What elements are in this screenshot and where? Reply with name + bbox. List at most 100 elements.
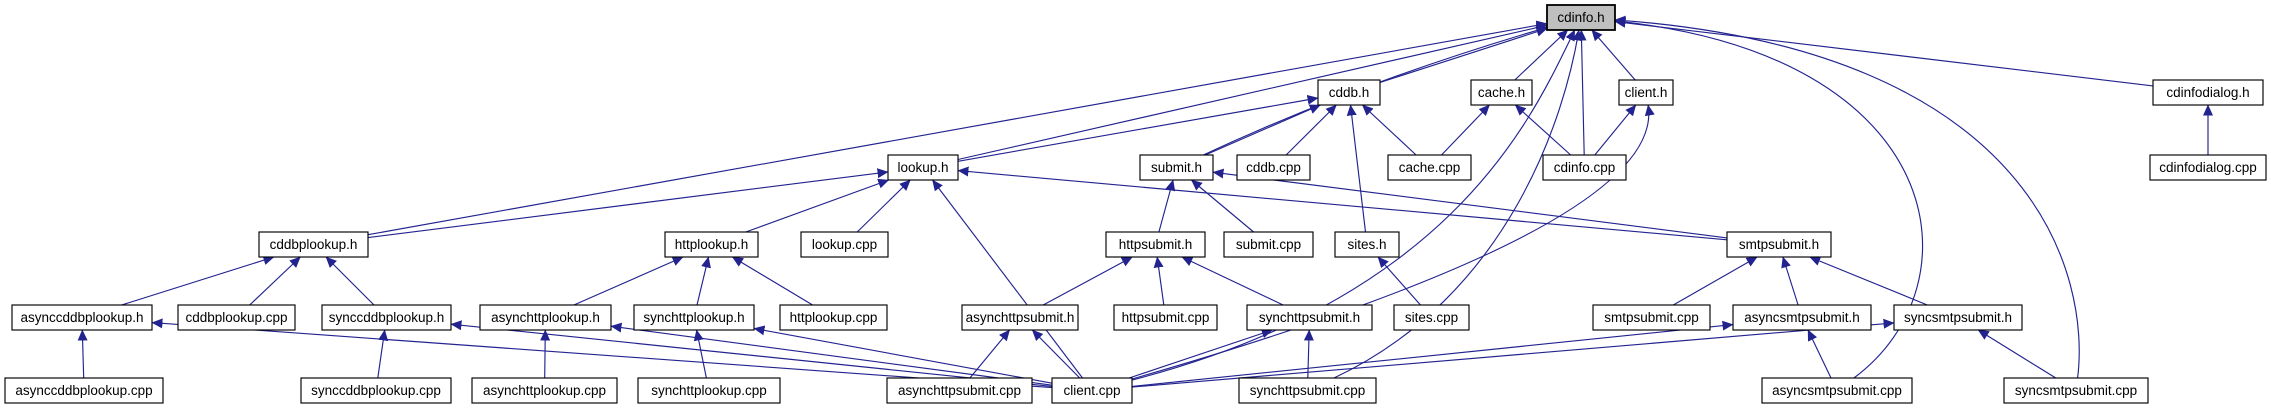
graph-node-cdinfo.cpp[interactable]: cdinfo.cpp (1542, 154, 1627, 181)
include-edge-cache.h-to-cdinfo.h (1514, 29, 1569, 81)
graph-node-smtpsubmit.cpp[interactable]: smtpsubmit.cpp (1592, 304, 1711, 331)
include-edge-sites.h-to-cddb.h (1346, 104, 1367, 233)
graph-node-label[interactable]: cdinfo.cpp (1554, 160, 1616, 175)
graph-node-client.cpp[interactable]: client.cpp (1051, 377, 1133, 404)
include-edge-client.cpp-to-synchttpsubmit.h (1129, 328, 1273, 379)
graph-node-label[interactable]: submit.h (1151, 160, 1202, 175)
graph-node-label[interactable]: synccddbplookup.h (329, 310, 445, 325)
include-edge-syncsmtpsubmit.cpp-to-syncsmtpsubmit.h (1977, 329, 2057, 379)
graph-node-label[interactable]: client.h (1625, 85, 1668, 100)
graph-node-httpsubmit.h[interactable]: httpsubmit.h (1105, 231, 1206, 258)
include-edge-httpsubmit.h-to-submit.h (1158, 179, 1176, 233)
graph-node-label[interactable]: httpsubmit.cpp (1122, 310, 1210, 325)
graph-node-synchttpsubmit.cpp[interactable]: synchttpsubmit.cpp (1238, 377, 1377, 404)
graph-node-submit.cpp[interactable]: submit.cpp (1223, 231, 1314, 258)
graph-node-label[interactable]: client.cpp (1063, 383, 1120, 398)
graph-node-cddb.h[interactable]: cddb.h (1317, 79, 1381, 106)
graph-node-label[interactable]: cdinfodialog.h (2166, 85, 2249, 100)
graph-node-lookup.cpp[interactable]: lookup.cpp (800, 231, 889, 258)
include-edge-synchttplookup.h-to-httplookup.h (696, 256, 711, 306)
graph-node-synccddbplookup.cpp[interactable]: synccddbplookup.cpp (300, 377, 452, 404)
graph-node-label[interactable]: lookup.h (897, 160, 948, 175)
include-edge-synchttpsubmit.cpp-to-cdinfo.h (1333, 29, 1583, 379)
graph-node-cache.cpp[interactable]: cache.cpp (1387, 154, 1472, 181)
graph-node-smtpsubmit.h[interactable]: smtpsubmit.h (1726, 231, 1832, 258)
graph-node-cddbplookup.cpp[interactable]: cddbplookup.cpp (177, 304, 296, 331)
graph-node-asynccddbplookup.h[interactable]: asynccddbplookup.h (11, 304, 153, 331)
graph-node-label[interactable]: asynchttplookup.cpp (483, 383, 606, 398)
graph-node-syncsmtpsubmit.h[interactable]: syncsmtpsubmit.h (1893, 304, 2023, 331)
graph-node-label[interactable]: smtpsubmit.cpp (1604, 310, 1699, 325)
graph-node-syncsmtpsubmit.cpp[interactable]: syncsmtpsubmit.cpp (2003, 377, 2149, 404)
graph-node-asynchttplookup.cpp[interactable]: asynchttplookup.cpp (471, 377, 618, 404)
graph-node-label[interactable]: httplookup.cpp (790, 310, 878, 325)
graph-node-submit.h[interactable]: submit.h (1139, 154, 1214, 181)
graph-node-cdinfodialog.cpp[interactable]: cdinfodialog.cpp (2149, 154, 2267, 181)
include-edge-smtpsubmit.cpp-to-smtpsubmit.h (1673, 256, 1758, 306)
graph-node-label[interactable]: smtpsubmit.h (1739, 237, 1819, 252)
graph-node-cache.h[interactable]: cache.h (1470, 79, 1533, 106)
graph-node-label[interactable]: cddbplookup.h (270, 237, 358, 252)
include-edge-asyncsmtpsubmit.h-to-smtpsubmit.h (1781, 256, 1799, 306)
include-edge-cddb.h-to-cdinfo.h (1379, 26, 1548, 84)
graph-node-label[interactable]: syncsmtpsubmit.cpp (2015, 383, 2137, 398)
graph-node-client.h[interactable]: client.h (1618, 79, 1674, 106)
include-edge-client.cpp-to-lookup.h (932, 179, 1083, 379)
include-edge-httplookup.h-to-lookup.h (745, 178, 890, 233)
graph-node-label[interactable]: syncsmtpsubmit.h (1904, 310, 2012, 325)
include-edge-submit.h-to-cddb.h (1205, 104, 1321, 156)
graph-node-label[interactable]: cddb.h (1329, 85, 1370, 100)
include-edge-synchttpsubmit.h-to-httpsubmit.h (1181, 256, 1284, 306)
graph-node-label[interactable]: httplookup.h (675, 237, 749, 252)
graph-node-label[interactable]: sites.h (1347, 237, 1386, 252)
graph-node-cddb.cpp[interactable]: cddb.cpp (1236, 154, 1311, 181)
graph-node-label[interactable]: asynchttplookup.h (491, 310, 600, 325)
graph-node-asynchttpsubmit.cpp[interactable]: asynchttpsubmit.cpp (886, 377, 1033, 404)
graph-node-label[interactable]: sites.cpp (1405, 310, 1458, 325)
graph-node-label[interactable]: submit.cpp (1236, 237, 1301, 252)
graph-node-cddbplookup.h[interactable]: cddbplookup.h (258, 231, 369, 258)
graph-node-label[interactable]: synccddbplookup.cpp (311, 383, 441, 398)
graph-node-label[interactable]: cddb.cpp (1246, 160, 1301, 175)
graph-node-label[interactable]: cache.cpp (1399, 160, 1461, 175)
graph-node-synccddbplookup.h[interactable]: synccddbplookup.h (321, 304, 452, 331)
graph-node-label[interactable]: asynccddbplookup.h (20, 310, 143, 325)
include-edge-synccddbplookup.cpp-to-synccddbplookup.h (377, 329, 389, 379)
graph-node-synchttplookup.h[interactable]: synchttplookup.h (633, 304, 755, 331)
graph-node-label[interactable]: cache.h (1478, 85, 1525, 100)
graph-node-httpsubmit.cpp[interactable]: httpsubmit.cpp (1113, 304, 1218, 331)
graph-node-label[interactable]: synchttpsubmit.cpp (1250, 383, 1366, 398)
graph-node-httplookup.h[interactable]: httplookup.h (664, 231, 759, 258)
include-edge-cache.cpp-to-cache.h (1441, 104, 1490, 156)
graph-node-lookup.h[interactable]: lookup.h (887, 154, 959, 181)
graph-node-asyncsmtpsubmit.h[interactable]: asyncsmtpsubmit.h (1732, 304, 1872, 331)
graph-node-asynchttplookup.h[interactable]: asynchttplookup.h (479, 304, 612, 331)
include-edge-client.cpp-to-asyncsmtpsubmit.h (1131, 320, 1734, 387)
graph-node-label[interactable]: asyncsmtpsubmit.cpp (1772, 383, 1902, 398)
graph-node-label[interactable]: httpsubmit.h (1119, 237, 1193, 252)
graph-node-label[interactable]: synchttplookup.cpp (651, 383, 767, 398)
graph-node-sites.h[interactable]: sites.h (1334, 231, 1400, 258)
graph-node-label[interactable]: asynchttpsubmit.cpp (898, 383, 1021, 398)
graph-node-httplookup.cpp[interactable]: httplookup.cpp (779, 304, 888, 331)
include-edge-synccddbplookup.h-to-cddbplookup.h (325, 256, 375, 306)
graph-node-cdinfodialog.h[interactable]: cdinfodialog.h (2152, 79, 2264, 106)
graph-node-asynccddbplookup.cpp[interactable]: asynccddbplookup.cpp (4, 377, 164, 404)
graph-node-label[interactable]: synchttpsubmit.h (1259, 310, 1360, 325)
include-edge-client.cpp-to-synchttplookup.h (753, 325, 1053, 384)
graph-node-synchttpsubmit.h[interactable]: synchttpsubmit.h (1246, 304, 1373, 331)
graph-node-sites.cpp[interactable]: sites.cpp (1393, 304, 1470, 331)
graph-node-asyncsmtpsubmit.cpp[interactable]: asyncsmtpsubmit.cpp (1761, 377, 1913, 404)
graph-node-label[interactable]: cddbplookup.cpp (185, 310, 287, 325)
graph-node-label[interactable]: asynchttpsubmit.h (966, 310, 1075, 325)
graph-node-synchttplookup.cpp[interactable]: synchttplookup.cpp (637, 377, 781, 404)
graph-node-asynchttpsubmit.h[interactable]: asynchttpsubmit.h (961, 304, 1079, 331)
graph-node-label[interactable]: lookup.cpp (812, 237, 877, 252)
include-edge-smtpsubmit.h-to-lookup.h (957, 166, 1728, 241)
graph-node-label[interactable]: cdinfodialog.cpp (2159, 160, 2257, 175)
graph-node-label[interactable]: asyncsmtpsubmit.h (1744, 310, 1860, 325)
include-edge-cdinfo.cpp-to-cache.h (1514, 104, 1572, 156)
graph-node-label[interactable]: synchttplookup.h (643, 310, 744, 325)
include-edge-cdinfodialog.h-to-cdinfo.h (1614, 17, 2154, 87)
graph-node-label[interactable]: asynccddbplookup.cpp (15, 383, 152, 398)
